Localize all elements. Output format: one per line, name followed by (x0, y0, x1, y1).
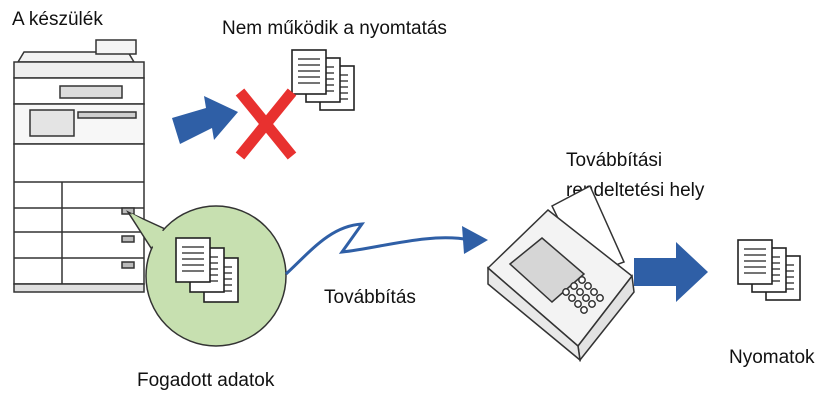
received-data-label: Fogadott adatok (137, 370, 275, 391)
failed-documents-icon (291, 49, 355, 111)
copier-icon (13, 39, 145, 293)
print-arrow-icon (172, 96, 238, 144)
destination-label-line2: rendeltetési hely (566, 180, 705, 201)
device-label: A készülék (12, 9, 103, 30)
cross-icon (235, 88, 297, 160)
print-failed-label: Nem működik a nyomtatás (222, 18, 447, 39)
printout-documents-icon (737, 239, 801, 301)
printouts-label: Nyomatok (729, 347, 815, 368)
destination-label-line1: Továbbítási (566, 150, 663, 171)
printout-arrow-icon (634, 242, 708, 302)
fax-machine-icon (486, 184, 635, 362)
forwarding-label: Továbbítás (324, 287, 416, 308)
forwarding-arrow-icon (284, 222, 488, 276)
